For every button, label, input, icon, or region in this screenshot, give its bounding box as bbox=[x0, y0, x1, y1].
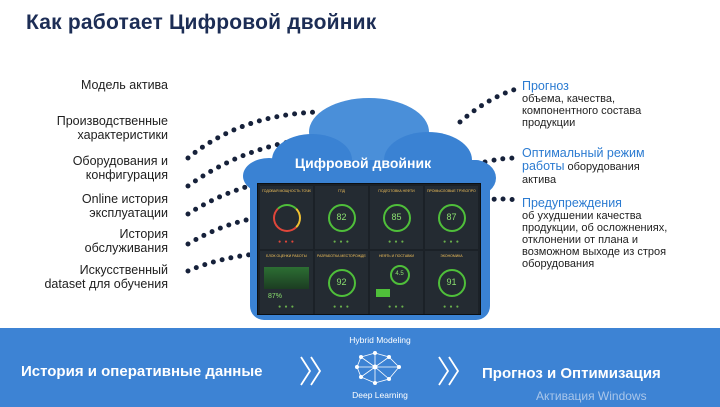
forecast-title: Прогноз bbox=[522, 79, 569, 93]
arc-4 bbox=[185, 215, 259, 247]
gauge-ring: 92 bbox=[328, 269, 356, 297]
metric-value: 87% bbox=[268, 293, 283, 300]
input-item-label: Модель актива bbox=[80, 78, 168, 92]
status-dots: ● ● ● bbox=[333, 304, 350, 310]
arc-8 bbox=[482, 196, 519, 203]
optimal-title: Оптимальный режим bbox=[522, 146, 645, 160]
output-warnings: Предупреждения об ухудшении качества про… bbox=[522, 196, 718, 271]
status-dots: ● ● ● bbox=[443, 304, 460, 310]
tile-label: БЛОК ОЦЕНКИ РАБОТЫ bbox=[266, 254, 307, 258]
warnings-text: об ухудшении качества продукции, об осло… bbox=[522, 210, 668, 270]
input-item-production: Производственные характеристики bbox=[0, 114, 168, 142]
hybrid-modeling-label: Hybrid Modeling bbox=[349, 335, 411, 345]
gauge-ring bbox=[273, 204, 301, 232]
gauge-ring: 4.5 bbox=[390, 265, 410, 285]
input-item-label: Оборудования и конфигурация bbox=[72, 154, 168, 182]
dashboard-tile: ПОДГОТОВКА НЕФТИ 85 ● ● ● bbox=[370, 186, 423, 249]
output-optimal: Оптимальный режим работы оборудования ак… bbox=[522, 146, 718, 187]
input-item-label: История обслуживания bbox=[84, 227, 168, 255]
bottom-band bbox=[0, 328, 720, 407]
band-left-label: История и оперативные данные bbox=[21, 363, 263, 380]
gauge-value: 85 bbox=[391, 212, 402, 222]
tile-label: ПРОМЫСЛОВЫЕ ТРУБОПРОВОДЫ bbox=[427, 189, 476, 193]
arc-7 bbox=[482, 155, 519, 165]
input-item-label: Online история эксплуатации bbox=[81, 192, 168, 220]
chevron-right-icon bbox=[300, 356, 322, 386]
dashboard-tile: НЕФТЬ И ПОСТАВКИ 4.5 ● ● ● bbox=[370, 251, 423, 314]
input-item-dataset: Искусственный dataset для обучения bbox=[0, 263, 168, 291]
arc-5 bbox=[185, 251, 259, 274]
gauge-ring: 82 bbox=[328, 204, 356, 232]
status-dots: ● ● ● bbox=[278, 304, 295, 310]
input-item-label: Производственные характеристики bbox=[56, 114, 168, 142]
windows-activation-watermark: Активация Windows bbox=[536, 389, 647, 403]
optimal-text: актива bbox=[522, 174, 557, 186]
optimal-inline: оборудования bbox=[564, 161, 640, 173]
gauge-ring: 91 bbox=[438, 269, 466, 297]
tile-label: ГПД bbox=[338, 189, 345, 193]
input-item-online-history: Online история эксплуатации bbox=[0, 192, 168, 220]
dashboard-tile: РАЗРАБОТКА МЕСТОРОЖДЕНИЙ 92 ● ● ● bbox=[315, 251, 368, 314]
warnings-title: Предупреждения bbox=[522, 196, 622, 210]
status-dots: ● ● ● bbox=[333, 239, 350, 245]
gauge-ring: 85 bbox=[383, 204, 411, 232]
status-dots: ● ● ● bbox=[278, 239, 295, 245]
band-right-label: Прогноз и Оптимизация bbox=[482, 365, 661, 382]
dashboard-tile: БЛОК ОЦЕНКИ РАБОТЫ 87% ● ● ● bbox=[260, 251, 313, 314]
optimal-line: работы оборудования bbox=[522, 160, 718, 174]
input-item-equipment: Оборудования и конфигурация bbox=[0, 154, 168, 182]
input-item-maintenance: История обслуживания bbox=[0, 227, 168, 255]
gauge-value: 91 bbox=[446, 277, 457, 287]
tile-label: ГОДОВАЯ МОЩНОСТЬ ТОЧКИ bbox=[262, 189, 311, 193]
dashboard-tile: ПРОМЫСЛОВЫЕ ТРУБОПРОВОДЫ 87 ● ● ● bbox=[425, 186, 478, 249]
gauge-value: 92 bbox=[336, 277, 347, 287]
tile-label: ПОДГОТОВКА НЕФТИ bbox=[378, 189, 415, 193]
status-dots: ● ● ● bbox=[443, 239, 460, 245]
status-dots: ● ● ● bbox=[388, 304, 405, 310]
deep-learning-label: Deep Learning bbox=[352, 390, 408, 400]
dashboard-tile: ГПД 82 ● ● ● bbox=[315, 186, 368, 249]
gauge-ring: 87 bbox=[438, 204, 466, 232]
dashboard-tile: ЭКОНОМИКА 91 ● ● ● bbox=[425, 251, 478, 314]
neural-network-icon bbox=[355, 351, 401, 385]
tile-label: НЕФТЬ И ПОСТАВКИ bbox=[378, 254, 415, 258]
optimal-title-2: работы bbox=[522, 159, 565, 173]
truck-icon bbox=[376, 289, 390, 297]
output-forecast: Прогноз объема, качества, компонентного … bbox=[522, 79, 718, 130]
dashboard-tile: ГОДОВАЯ МОЩНОСТЬ ТОЧКИ ● ● ● bbox=[260, 186, 313, 249]
arc-6 bbox=[457, 85, 523, 125]
gauge-value: 87 bbox=[446, 212, 457, 222]
gauge-value: 82 bbox=[336, 212, 347, 222]
status-dots: ● ● ● bbox=[388, 239, 405, 245]
tile-label: ЭКОНОМИКА bbox=[440, 254, 463, 258]
input-item-asset-model: Модель актива bbox=[0, 78, 168, 92]
mini-chart bbox=[264, 267, 309, 289]
cloud-title: Цифровой двойник bbox=[294, 155, 432, 171]
gauge-value: 4.5 bbox=[395, 271, 404, 277]
page-title: Как работает Цифровой двойник bbox=[26, 11, 377, 34]
dashboard-panel: ГОДОВАЯ МОЩНОСТЬ ТОЧКИ ● ● ● ГПД 82 ● ● … bbox=[257, 183, 481, 315]
chevron-right-icon bbox=[438, 356, 460, 386]
input-item-label: Искусственный dataset для обучения bbox=[44, 263, 168, 291]
forecast-text: объема, качества, компонентного состава … bbox=[522, 93, 642, 129]
tile-label: РАЗРАБОТКА МЕСТОРОЖДЕНИЙ bbox=[317, 254, 366, 258]
